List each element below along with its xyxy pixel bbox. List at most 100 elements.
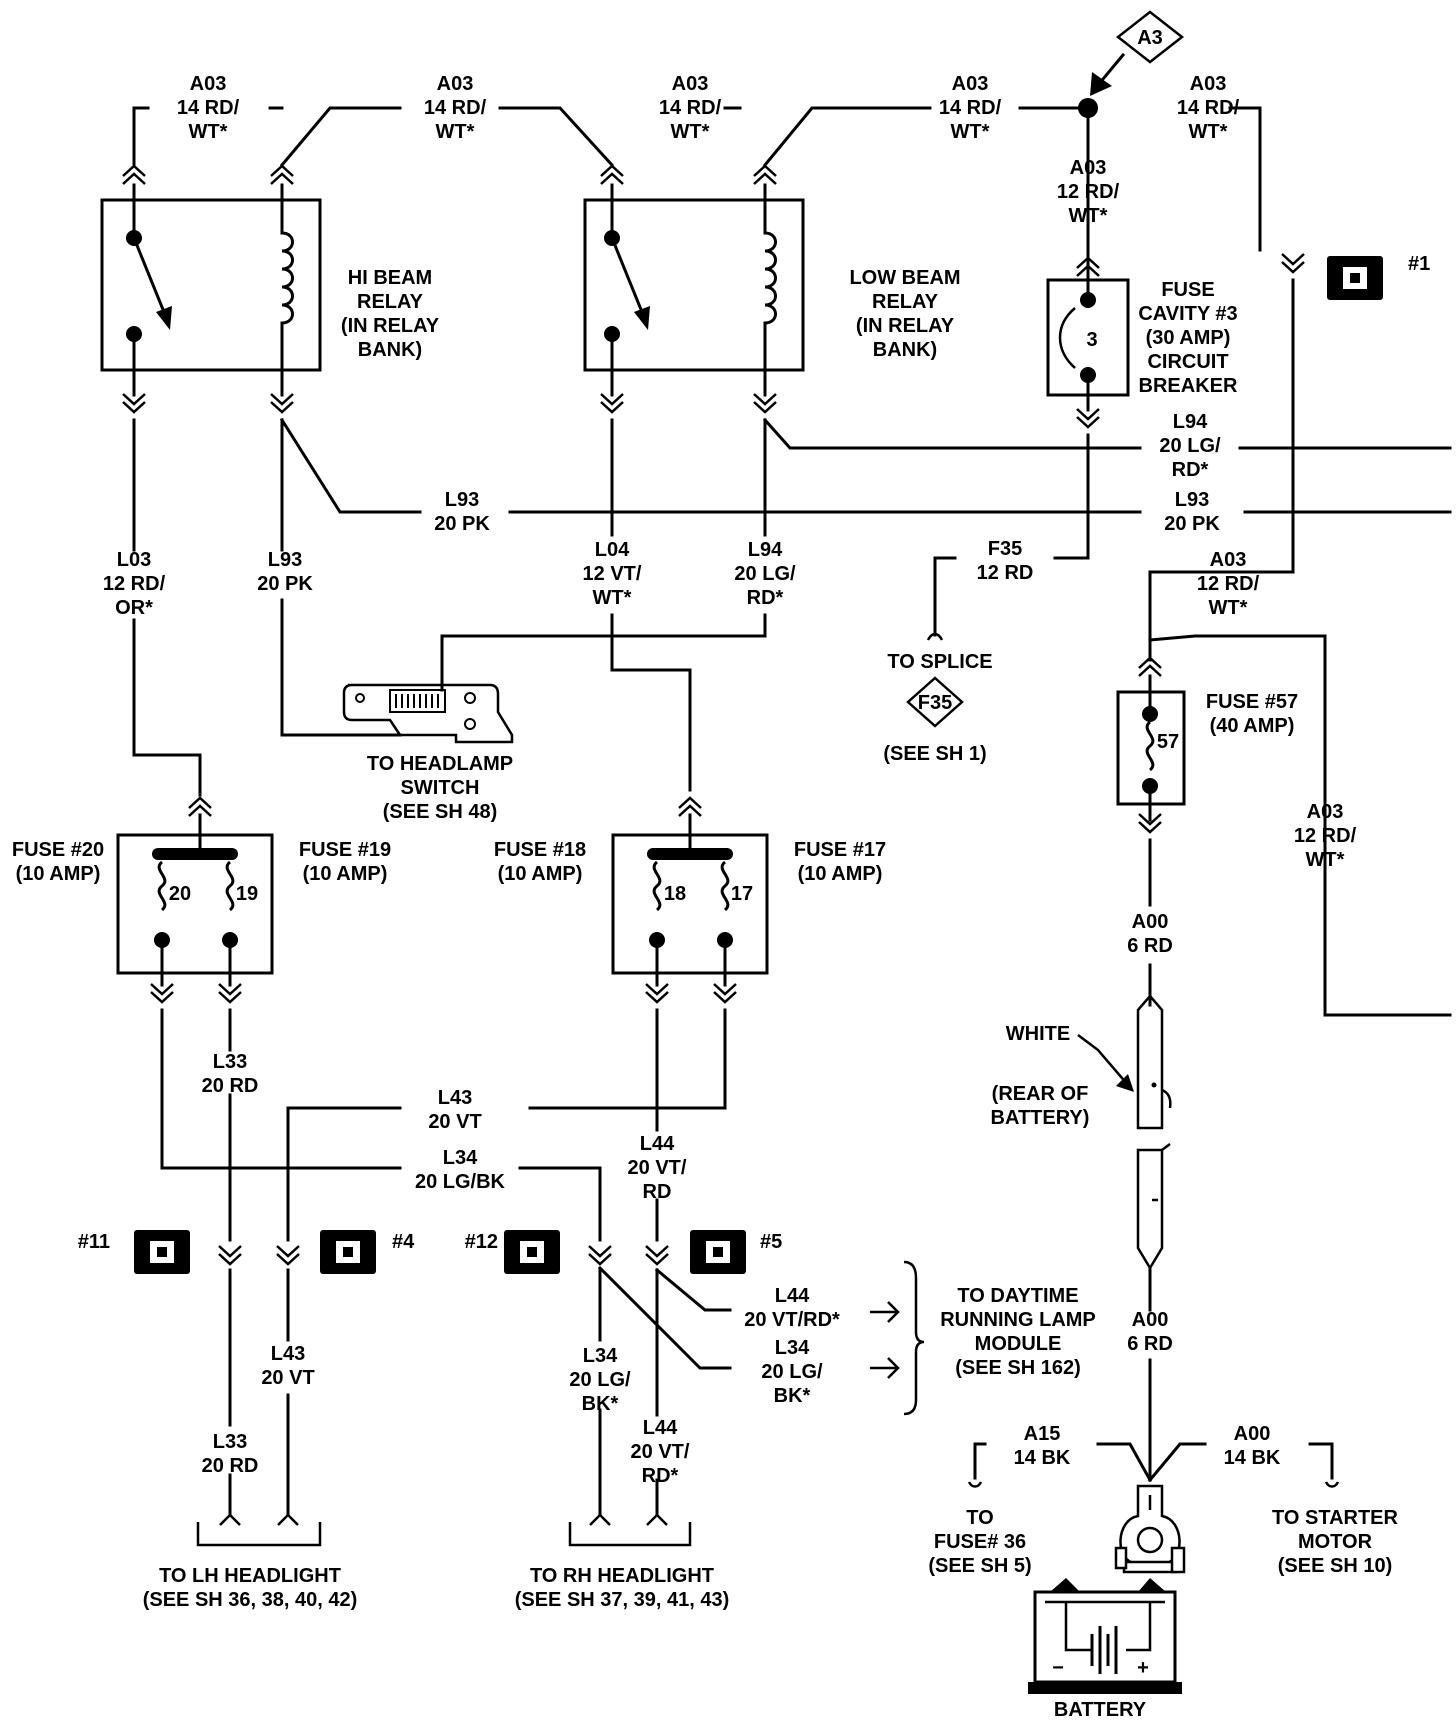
l03-wire <box>132 618 202 797</box>
fuse-cavity-3-number: 3 <box>1086 329 1097 351</box>
connector <box>217 982 243 1004</box>
connector <box>1280 252 1306 274</box>
wire-label: L44 <box>640 1133 675 1155</box>
a00-starter-wire <box>1308 1442 1334 1480</box>
drl-module-label: RUNNING LAMP <box>940 1309 1096 1331</box>
low-beam-relay-label: LOW BEAM <box>849 267 960 289</box>
wire-label: A00 <box>1234 1423 1271 1445</box>
fuse-18-number: 18 <box>664 883 686 905</box>
wire-label: RD <box>643 1181 672 1203</box>
fuse-18-label: (10 AMP) <box>498 863 583 885</box>
wire-label: A03 <box>672 73 709 95</box>
l43-wire <box>528 1008 727 1110</box>
a00-starter-wire <box>1147 1442 1207 1483</box>
wire-label: 20 RD <box>202 1455 259 1477</box>
wire-label: 14 BK <box>1014 1447 1071 1469</box>
wire-label: A03 <box>1210 549 1247 571</box>
l94-wire <box>762 417 1142 450</box>
ground-4-label: #4 <box>392 1231 415 1253</box>
a3-connector: A3 <box>1090 10 1185 96</box>
wire-label: A03 <box>1190 73 1227 95</box>
fuse-cavity-3-label: BREAKER <box>1139 375 1238 397</box>
arrow-icon <box>870 1357 900 1379</box>
wire-label: L93 <box>445 489 479 511</box>
wire-label: RD* <box>642 1465 679 1487</box>
wire-label: A15 <box>1024 1423 1061 1445</box>
ground-11-label: #11 <box>78 1231 110 1253</box>
wire-label: L33 <box>213 1431 247 1453</box>
ground-5-icon <box>690 1230 746 1274</box>
wire-label: 12 RD <box>977 562 1034 584</box>
hi-beam-relay-label: BANK) <box>358 339 422 361</box>
wire-label: 20 PK <box>434 513 490 535</box>
bracket <box>903 1260 925 1416</box>
hi-beam-relay <box>100 164 322 414</box>
a03-top-bus <box>132 106 1262 272</box>
wire-label: L93 <box>1175 489 1209 511</box>
wire-label: F35 <box>988 538 1022 560</box>
pointer-line <box>1077 1034 1129 1086</box>
wire-label: 12 RD/ <box>103 573 166 595</box>
fuse-57-label: (40 AMP) <box>1210 715 1295 737</box>
connector <box>275 1244 301 1266</box>
wire-label: L34 <box>775 1337 810 1359</box>
wire-label: 20 LG/BK <box>415 1171 506 1193</box>
wire-label: WT* <box>951 121 990 143</box>
wire-label: 20 LG/ <box>734 563 796 585</box>
wire-label: L44 <box>643 1417 678 1439</box>
wire-label: 6 RD <box>1127 1333 1173 1355</box>
wire-label: 20 VT <box>428 1111 481 1133</box>
low-beam-relay-label: RELAY <box>872 291 939 313</box>
fuse-19-label: FUSE #19 <box>299 839 391 861</box>
fuse-cavity-3: 3 <box>1046 256 1130 429</box>
fuse-57: 57 <box>1116 634 1452 1017</box>
fuse-block-18-17: 18 17 <box>611 813 769 987</box>
fuse-36-label: (SEE SH 5) <box>928 1555 1031 1577</box>
wire-label: A03 <box>1307 801 1344 823</box>
wire-label: A03 <box>1070 157 1107 179</box>
wire-label: 14 RD/ <box>177 97 240 119</box>
wire-label: 14 RD/ <box>424 97 487 119</box>
ground-11-icon <box>134 1230 190 1274</box>
f35-wire <box>933 556 957 637</box>
rh-headlight-connector <box>568 1513 692 1547</box>
fuse-57-number: 57 <box>1157 731 1179 753</box>
connector <box>1324 1481 1340 1488</box>
ground-4-icon <box>320 1230 376 1274</box>
fuse-17-label: FUSE #17 <box>794 839 886 861</box>
battery-label: BATTERY <box>1054 1699 1147 1720</box>
wire-label: WT* <box>1306 849 1345 871</box>
l93-wire <box>279 417 422 514</box>
wire-label: 20 RD <box>202 1075 259 1097</box>
fuse-17-label: (10 AMP) <box>798 863 883 885</box>
wire-label: 12 VT/ <box>583 563 642 585</box>
wire-label: A00 <box>1132 911 1169 933</box>
wire-label: 20 LG/ <box>1159 435 1221 457</box>
battery-icon: − + <box>1028 1578 1182 1694</box>
arrow-icon <box>1116 1074 1134 1092</box>
l34-drl-branch <box>597 1265 732 1370</box>
wire-label: 12 RD/ <box>1294 825 1357 847</box>
rear-of-battery-label: BATTERY) <box>991 1107 1090 1129</box>
connector <box>149 982 175 1004</box>
connector <box>187 796 213 818</box>
ground-1-icon <box>1327 256 1383 300</box>
wire-label: RD* <box>747 587 784 609</box>
ground-5-label: #5 <box>760 1231 782 1253</box>
fuse-57-label: FUSE #57 <box>1206 691 1298 713</box>
l04-wire <box>610 613 692 792</box>
battery-plus-label: + <box>1137 1657 1149 1679</box>
fuse-36-label: FUSE# 36 <box>934 1531 1026 1553</box>
ground-12-icon <box>504 1230 560 1274</box>
rh-headlight-label: TO RH HEADLIGHT <box>530 1565 714 1587</box>
wire-label: A03 <box>437 73 474 95</box>
wire-label: L34 <box>443 1147 478 1169</box>
wire-label: 14 RD/ <box>1177 97 1240 119</box>
starter-motor-label: TO STARTER <box>1272 1507 1398 1529</box>
l34-wire <box>518 1166 602 1242</box>
starter-motor-label: (SEE SH 10) <box>1278 1555 1392 1577</box>
wire-label: WT* <box>671 121 710 143</box>
l44-drl-branch <box>654 1267 732 1312</box>
wire-label: L44 <box>775 1285 810 1307</box>
wire-label: A03 <box>190 73 227 95</box>
